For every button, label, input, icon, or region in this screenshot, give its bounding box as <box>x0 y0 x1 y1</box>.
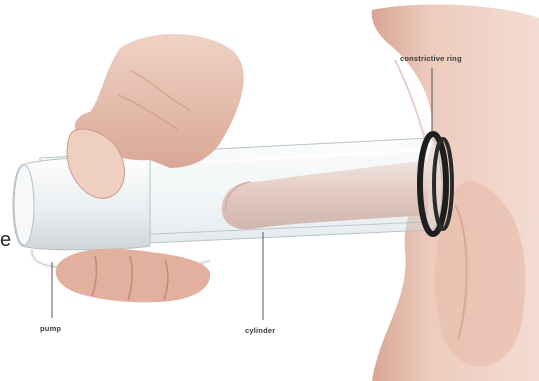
cropped-text-fragment: e <box>0 230 11 250</box>
pump-label: pump <box>40 324 61 333</box>
constrictive-ring-label: constrictive ring <box>400 54 462 63</box>
cylinder-label: cylinder <box>245 326 275 335</box>
